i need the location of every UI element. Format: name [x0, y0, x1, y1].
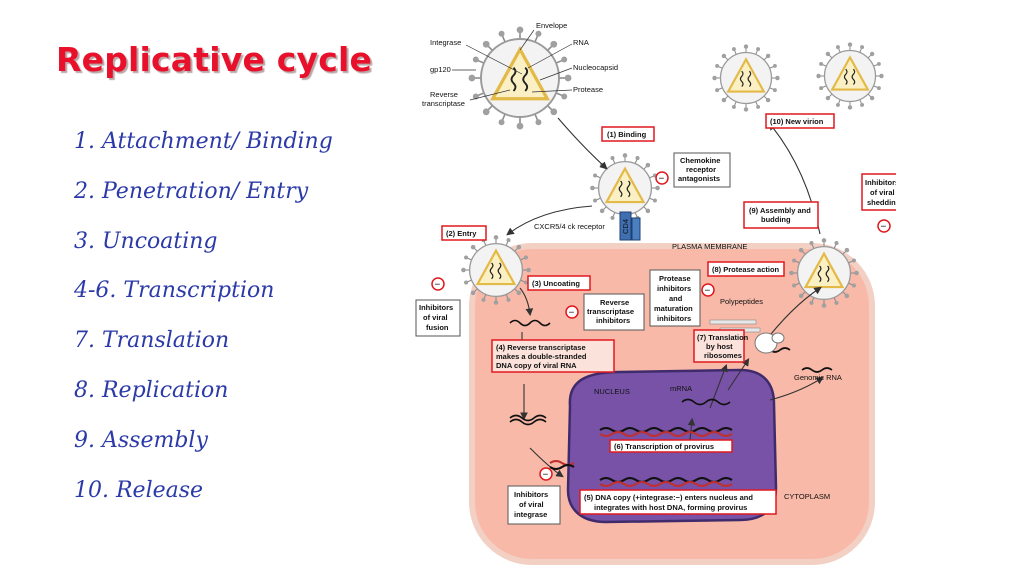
inhibitor-chemokine-line2: receptor [686, 165, 716, 174]
ck-receptor [631, 217, 641, 241]
step-integration-line1: (5) DNA copy (+integrase:−) enters nucle… [584, 493, 753, 502]
virion-budding [788, 237, 860, 309]
steps-list-item: 3. Uncoating [74, 228, 218, 254]
label-protease: Protease [573, 85, 603, 94]
inhibitor-chemokine-line3: antagonists [678, 174, 720, 183]
polypeptides-label: Polypeptides [720, 297, 763, 306]
minus-icon: − [569, 308, 575, 319]
steps-list-item: 2. Penetration/ Entry [74, 178, 309, 204]
steps-list-item: 9. Assembly [74, 427, 208, 453]
virion-labels: Envelope Integrase RNA gp120 Nucleocapsi… [422, 21, 618, 108]
minus-icon: − [881, 222, 887, 233]
host-dna [549, 427, 733, 487]
inhibitor-shedding-line2: of viral [870, 188, 895, 197]
hiv-replication-diagram: Envelope Integrase RNA gp120 Nucleocapsi… [415, 21, 896, 565]
steps-list: 1. Attachment/ Binding 2. Penetration/ E… [74, 122, 333, 520]
step-protease-action: (8) Protease action [712, 265, 780, 274]
step-assembly-line1: (9) Assembly and [749, 206, 811, 215]
polypeptide-bar [709, 319, 757, 325]
inhibitor-protease-line4: maturation [654, 304, 693, 313]
inhibitor-rt-line3: inhibitors [596, 316, 630, 325]
inhibitor-integrase-line1: Inhibitors [514, 490, 548, 499]
cd4-receptor [619, 211, 632, 241]
steps-list-item: 1. Attachment/ Binding [74, 129, 333, 154]
minus-icon: − [543, 470, 549, 481]
steps-list-item: 8. Replication [74, 377, 229, 403]
step-rt-line2: makes a double-stranded [496, 352, 587, 361]
step-new-virion: (10) New virion [770, 117, 824, 126]
inhibitor-fusion-line3: fusion [426, 323, 449, 332]
inhibitor-fusion-line2: of viral [423, 313, 448, 322]
minus-icon: − [705, 286, 711, 297]
inhibitor-boxes: Chemokine receptor antagonists Inhibitor… [415, 152, 896, 525]
inhibitor-integrase-line2: of viral [519, 500, 544, 509]
receptor-label: CXCR5/4 ck receptor [534, 222, 605, 231]
step-labels: (1) Binding (2) Entry (3) Uncoating (4) … [441, 113, 835, 515]
plasma-membrane-label: PLASMA MEMBRANE [672, 242, 747, 251]
step-rt-line3: DNA copy of viral RNA [496, 361, 577, 370]
minus-icon: − [659, 174, 665, 185]
inhibitor-integrase-line3: integrase [514, 510, 547, 519]
inhibitor-shedding-line3: shedding [867, 198, 896, 207]
label-integrase: Integrase [430, 38, 461, 47]
step-translation-line1: (7) Translation [697, 333, 749, 342]
inhibitor-protease-line5: inhibitors [657, 314, 691, 323]
inhibitor-rt-line2: transcriptase [587, 307, 634, 316]
new-virion-1 [711, 43, 781, 113]
label-envelope: Envelope [536, 21, 567, 30]
cd4-label: CD4 [621, 219, 630, 234]
inhibitor-rt-line1: Reverse [600, 298, 629, 307]
steps-list-item: 10. Release [74, 477, 204, 503]
step-binding: (1) Binding [607, 130, 647, 139]
label-nucleocapsid: Nucleocapsid [573, 63, 618, 72]
slide-title: Replicative cycle [56, 40, 373, 79]
step-uncoating: (3) Uncoating [532, 279, 580, 288]
steps-list-item: 7. Translation [74, 328, 230, 354]
virion-entry [460, 234, 532, 306]
new-virion-2 [815, 41, 885, 111]
minus-icon: − [435, 280, 441, 291]
inhibitor-protease-line3: and [669, 294, 683, 303]
genomic-rna-label: Genomic RNA [794, 373, 842, 382]
inhibitor-fusion-line1: Inhibitors [419, 303, 453, 312]
steps-list-item: 4-6. Transcription [74, 278, 275, 304]
step-rt-line1: (4) Reverse transcriptase [496, 343, 586, 352]
nucleus-label: NUCLEUS [594, 387, 630, 396]
inhibitor-markers: − − − − − − [431, 171, 891, 481]
inhibitor-shedding-line1: Inhibitors [865, 178, 896, 187]
inhibitor-protease-line2: inhibitors [657, 284, 691, 293]
label-transcriptase: transcriptase [422, 99, 465, 108]
label-gp120: gp120 [430, 65, 451, 74]
step-assembly-line2: budding [761, 215, 791, 224]
step-translation-line3: ribosomes [704, 351, 742, 360]
label-rna: RNA [573, 38, 589, 47]
inhibitor-chemokine-line1: Chemokine [680, 156, 720, 165]
inhibitor-protease-line1: Protease [659, 274, 691, 283]
step-integration-line2: integrates with host DNA, forming provir… [594, 503, 747, 512]
ribosome-subunit [771, 332, 785, 344]
step-entry: (2) Entry [446, 229, 477, 238]
cytoplasm-label: CYTOPLASM [784, 492, 830, 501]
mrna-label: mRNA [670, 384, 692, 393]
step-translation-line2: by host [706, 342, 733, 351]
step-transcription: (6) Transcription of provirus [614, 442, 714, 451]
virion-structure [466, 24, 574, 132]
label-reverse: Reverse [430, 90, 458, 99]
